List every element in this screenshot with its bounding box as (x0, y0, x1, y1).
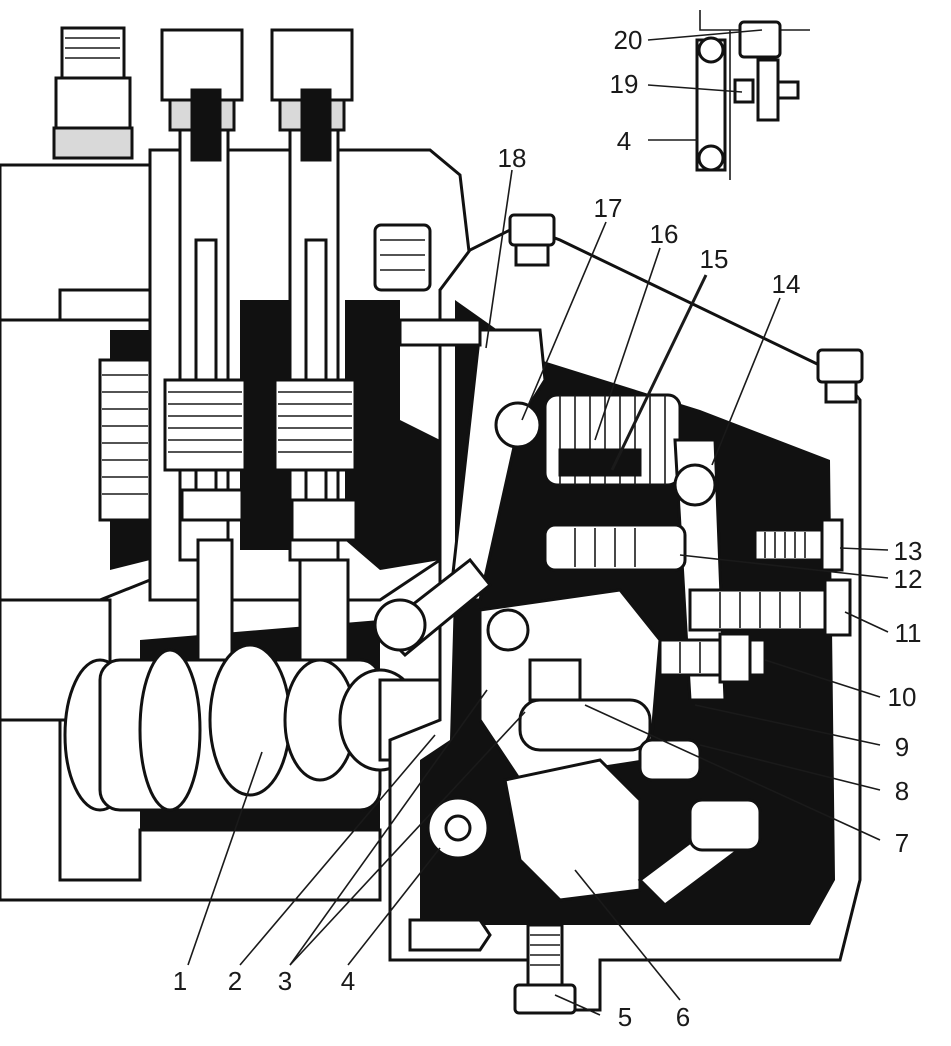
callout-14: 14 (772, 269, 801, 299)
callout-15: 15 (700, 244, 729, 274)
callout-17: 17 (594, 193, 623, 223)
cover-bolt-top (508, 213, 556, 267)
governor-lever (398, 318, 547, 602)
adjusting-rod (637, 798, 762, 907)
camshaft-pin (426, 796, 490, 860)
stop-screw-11 (688, 578, 852, 637)
callout-9: 9 (895, 732, 909, 762)
pump-element-left (160, 28, 247, 662)
callout-8: 8 (895, 776, 909, 806)
callout-4-inset: 4 (617, 126, 631, 156)
callout-4: 4 (341, 966, 355, 996)
callout-11: 11 (895, 618, 922, 648)
callout-12: 12 (894, 564, 923, 594)
sliding-bolt (518, 698, 702, 782)
delivery-valve-holder (52, 26, 134, 160)
callout-20: 20 (614, 25, 643, 55)
stop-screw-13 (753, 518, 844, 572)
flyweight (503, 758, 642, 902)
callout-16: 16 (650, 219, 679, 249)
dowel-pin (408, 918, 492, 952)
fulcrum-lever (673, 438, 727, 702)
callout-10: 10 (888, 682, 917, 712)
callout-19: 19 (610, 69, 639, 99)
leader-lines (187, 29, 889, 1016)
callout-18: 18 (498, 143, 527, 173)
control-rod (373, 557, 493, 658)
callout-13: 13 (894, 536, 923, 566)
full-load-screw-10 (658, 632, 767, 684)
callout-3: 3 (278, 966, 292, 996)
callout-7: 7 (895, 828, 909, 858)
breather-cap (373, 223, 432, 292)
governor-spring-inner (558, 448, 642, 477)
callout-1: 1 (173, 966, 187, 996)
bottom-adjusting-screw (513, 923, 577, 1015)
guide-sleeve (543, 523, 687, 572)
callout-6: 6 (676, 1002, 690, 1032)
inset-detail (695, 10, 810, 180)
cover-bolt-right (816, 348, 864, 404)
plunger-spring-left (98, 358, 152, 522)
callout-2: 2 (228, 966, 242, 996)
pump-element-right (270, 28, 358, 672)
callout-5: 5 (618, 1002, 632, 1032)
